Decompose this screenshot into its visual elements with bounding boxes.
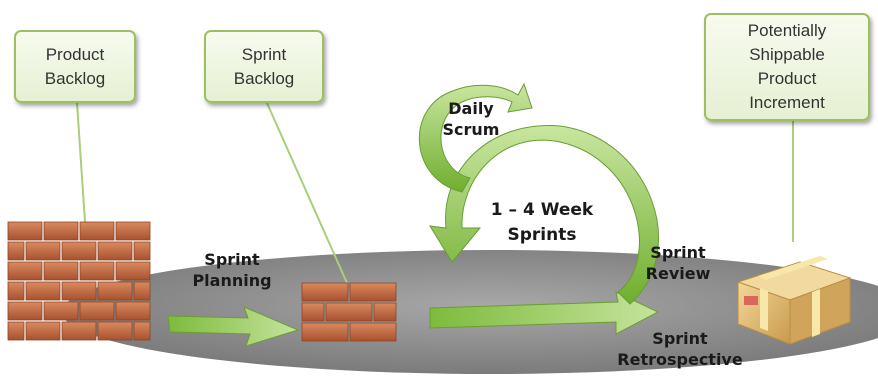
brick xyxy=(115,221,151,241)
brick xyxy=(7,241,25,261)
brick xyxy=(349,322,397,342)
daily-scrum-line-2: Scrum xyxy=(442,120,500,139)
shippable-product-box-icon xyxy=(736,256,852,345)
sprint-cycle-arrow xyxy=(429,291,660,335)
sprint-review-label: Sprint Review xyxy=(640,242,716,284)
brick xyxy=(7,261,43,281)
brick xyxy=(7,301,43,321)
increment-callout: Potentially Shippable Product Increment xyxy=(704,13,870,121)
brick xyxy=(43,221,79,241)
sprint-cycle-loop-arrow xyxy=(429,125,660,305)
increment-line-4: Increment xyxy=(749,93,825,112)
brick xyxy=(301,322,349,342)
brick xyxy=(79,221,115,241)
connector-sprint-backlog xyxy=(266,102,348,284)
sprint-length-line-2: Sprints xyxy=(507,225,577,245)
brick xyxy=(97,321,133,341)
daily-scrum-label: Daily Scrum xyxy=(436,98,506,140)
increment-line-1: Potentially xyxy=(747,21,827,40)
brick xyxy=(25,281,61,301)
brick xyxy=(133,281,151,301)
brick xyxy=(61,321,97,341)
brick xyxy=(349,282,397,302)
daily-scrum-loop-arrow xyxy=(418,82,533,193)
brick xyxy=(301,302,325,322)
product-backlog-brick-wall xyxy=(7,221,151,341)
brick xyxy=(133,321,151,341)
brick xyxy=(7,281,25,301)
brick xyxy=(25,321,61,341)
brick xyxy=(373,302,397,322)
brick xyxy=(133,241,151,261)
sprint-backlog-line-1: Sprint xyxy=(241,44,287,64)
sprint-retrospective-label: Sprint Retrospective xyxy=(612,328,748,370)
daily-scrum-line-1: Daily xyxy=(448,99,494,118)
sprint-backlog-line-2: Backlog xyxy=(233,68,295,88)
sprint-review-line-1: Sprint xyxy=(650,243,706,262)
brick xyxy=(79,261,115,281)
sprint-planning-line-1: Sprint xyxy=(204,250,260,269)
sprint-retrospective-line-1: Sprint xyxy=(652,329,708,348)
sprint-review-line-2: Review xyxy=(645,264,711,283)
brick xyxy=(25,241,61,261)
sprint-length-label: 1 – 4 Week Sprints xyxy=(482,198,602,248)
brick xyxy=(115,301,151,321)
sprint-planning-label: Sprint Planning xyxy=(184,249,280,291)
brick xyxy=(61,241,97,261)
brick xyxy=(61,281,97,301)
connector-product-backlog xyxy=(76,102,86,223)
brick xyxy=(43,261,79,281)
sprint-backlog-callout: Sprint Backlog xyxy=(204,30,324,103)
brick xyxy=(325,302,373,322)
sprint-length-line-1: 1 – 4 Week xyxy=(490,200,594,220)
brick xyxy=(7,321,25,341)
sprint-retrospective-line-2: Retrospective xyxy=(617,350,743,369)
brick xyxy=(79,301,115,321)
product-backlog-callout: Product Backlog xyxy=(14,30,136,103)
brick xyxy=(115,261,151,281)
sprint-backlog-brick-wall xyxy=(301,282,397,342)
product-backlog-line-2: Backlog xyxy=(44,68,106,88)
sprint-planning-line-2: Planning xyxy=(192,271,272,290)
brick xyxy=(97,241,133,261)
product-backlog-line-1: Product xyxy=(45,44,105,64)
brick xyxy=(7,221,43,241)
brick xyxy=(301,282,349,302)
brick xyxy=(43,301,79,321)
sprint-planning-arrow xyxy=(167,306,300,347)
brick xyxy=(97,281,133,301)
increment-line-3: Product xyxy=(757,69,817,88)
increment-line-2: Shippable xyxy=(749,45,825,64)
